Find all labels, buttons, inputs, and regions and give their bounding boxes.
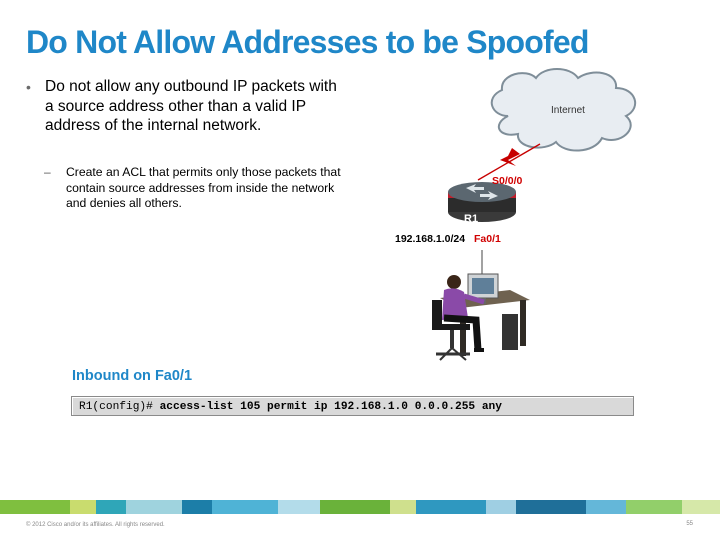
internet-cloud-icon	[490, 68, 637, 152]
main-bullet: • Do not allow any outbound IP packets w…	[26, 77, 346, 136]
config-command-box: R1(config)# access-list 105 permit ip 19…	[71, 396, 634, 416]
network-diagram: Internet S0/0/0 R1 192.168.1.0/24 Fa0/1	[380, 68, 720, 378]
bullet-marker: •	[26, 79, 31, 95]
sub-bullet-text: Create an ACL that permits only those pa…	[66, 165, 341, 210]
cli-command: access-list 105 permit ip 192.168.1.0 0.…	[159, 401, 502, 413]
serial-interface-label: S0/0/0	[492, 175, 523, 187]
internet-label: Internet	[551, 105, 585, 116]
bullet-text: Do not allow any outbound IP packets wit…	[45, 78, 337, 134]
router-name-label: R1	[464, 213, 479, 225]
sub-bullet: – Create an ACL that permits only those …	[44, 165, 344, 212]
cli-prompt: R1(config)#	[79, 401, 153, 413]
config-heading: Inbound on Fa0/1	[72, 368, 193, 384]
lan-interface-label: Fa0/1	[474, 233, 501, 245]
topology-illustration	[432, 68, 637, 361]
user-icon	[442, 275, 485, 352]
page-number: 55	[686, 521, 693, 527]
chair-icon	[432, 300, 470, 361]
slide-title: Do Not Allow Addresses to be Spoofed	[26, 24, 589, 60]
monitor-icon	[467, 273, 499, 304]
serial-link-icon	[477, 143, 541, 181]
copyright-text: © 2012 Cisco and/or its affiliates. All …	[26, 522, 165, 528]
router-icon	[448, 182, 516, 222]
sub-bullet-marker: –	[44, 165, 51, 179]
footer-color-bar	[0, 500, 720, 514]
pc-tower-icon	[502, 314, 518, 350]
network-address-label: 192.168.1.0/24	[395, 233, 466, 245]
